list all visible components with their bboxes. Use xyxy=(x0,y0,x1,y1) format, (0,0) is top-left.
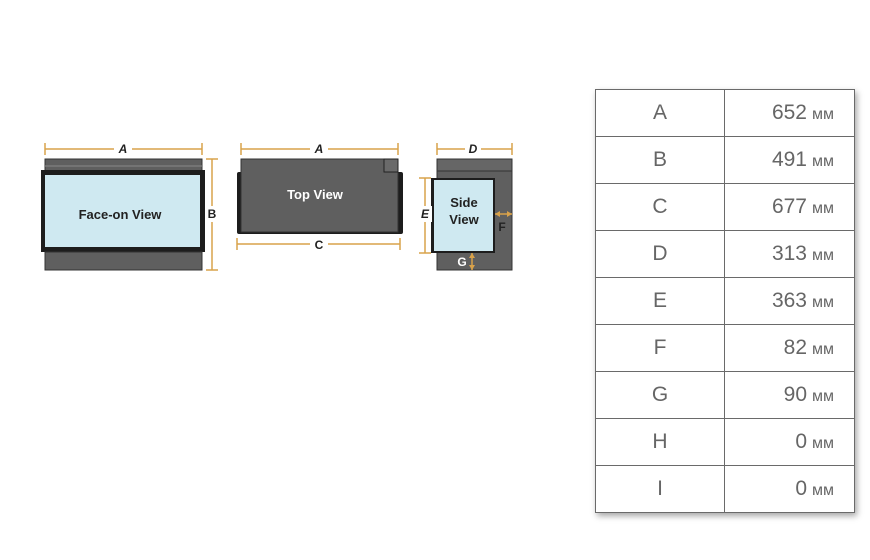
dimension-letter: B xyxy=(595,136,725,184)
dimension-label-c: C xyxy=(315,238,324,252)
face-on-view-label: Face-on View xyxy=(79,207,163,222)
dimension-label-b: B xyxy=(208,207,217,221)
dimension-b: B xyxy=(205,158,219,271)
dimension-value-cell: 652 мм xyxy=(724,89,855,137)
label-backing xyxy=(418,206,432,222)
dimension-letter: I xyxy=(595,465,725,513)
face-on-view: Face-on View xyxy=(41,158,205,271)
dimension-value-cell: 90 мм xyxy=(724,371,855,419)
label-backing xyxy=(310,141,328,155)
face-on-base xyxy=(44,251,203,271)
table-row: G 90 мм xyxy=(595,371,855,419)
dimension-value-cell: 82 мм xyxy=(724,324,855,372)
table-row: H 0 мм xyxy=(595,418,855,466)
dimension-letter: H xyxy=(595,418,725,466)
side-view-glass xyxy=(434,180,493,251)
dimension-unit: мм xyxy=(812,247,834,264)
dimension-a-face: A xyxy=(44,141,203,156)
side-view-top-trim xyxy=(436,158,513,172)
table-row: D 313 мм xyxy=(595,230,855,278)
dimension-value: 677 xyxy=(771,195,807,218)
dimension-label-g: G xyxy=(457,255,466,269)
dimension-value: 313 xyxy=(771,242,807,265)
dimension-label-f: F xyxy=(498,220,505,234)
top-view: Top View xyxy=(237,158,403,234)
dimension-letter: E xyxy=(595,277,725,325)
dimension-letter: G xyxy=(595,371,725,419)
dimension-arrow xyxy=(495,211,500,217)
dimension-label-e: E xyxy=(421,207,430,221)
dimension-value: 90 xyxy=(783,383,807,406)
dimension-c: C xyxy=(236,236,401,252)
dimension-label-d: D xyxy=(469,142,478,156)
dimension-letter: A xyxy=(595,89,725,137)
table-row: I 0 мм xyxy=(595,465,855,513)
label-backing xyxy=(310,236,328,251)
dimension-value-cell: 491 мм xyxy=(724,136,855,184)
dimension-arrow xyxy=(507,211,512,217)
dimension-value-cell: 313 мм xyxy=(724,230,855,278)
table-row: F 82 мм xyxy=(595,324,855,372)
dimension-value-cell: 677 мм xyxy=(724,183,855,231)
dimension-unit: мм xyxy=(812,153,834,170)
dimension-unit: мм xyxy=(812,294,834,311)
top-view-label: Top View xyxy=(287,187,344,202)
dimension-value: 491 xyxy=(771,148,807,171)
table-row: C 677 мм xyxy=(595,183,855,231)
dimension-value-cell: 363 мм xyxy=(724,277,855,325)
dimension-letter: C xyxy=(595,183,725,231)
dimension-unit: мм xyxy=(812,341,834,358)
dimension-unit: мм xyxy=(812,482,834,499)
dimension-letter: F xyxy=(595,324,725,372)
side-view: Side View xyxy=(431,158,513,271)
dimension-label-a: A xyxy=(118,142,128,156)
dimension-d: D xyxy=(436,141,513,156)
table-row: A 652 мм xyxy=(595,89,855,137)
dimension-letter: D xyxy=(595,230,725,278)
dimension-arrow xyxy=(469,253,475,258)
dimension-unit: мм xyxy=(812,388,834,405)
side-view-label-line1: Side xyxy=(450,195,477,210)
dimension-value: 0 xyxy=(795,477,807,500)
dimension-f: F xyxy=(495,211,512,234)
dimension-e: E xyxy=(418,177,432,254)
side-view-label-line2: View xyxy=(449,212,479,227)
table-row: E 363 мм xyxy=(595,277,855,325)
face-on-glass xyxy=(45,175,200,247)
label-backing xyxy=(114,141,132,155)
top-view-corner-notch xyxy=(383,158,399,173)
dimension-unit: мм xyxy=(812,200,834,217)
top-view-body xyxy=(240,158,399,233)
dimension-a-top: A xyxy=(240,141,399,156)
table-row: B 491 мм xyxy=(595,136,855,184)
dimension-label-a-top: A xyxy=(314,142,324,156)
face-on-top-trim xyxy=(44,158,203,172)
dimension-value-cell: 0 мм xyxy=(724,418,855,466)
dimension-value-cell: 0 мм xyxy=(724,465,855,513)
label-backing xyxy=(205,206,219,222)
dimension-unit: мм xyxy=(812,106,834,123)
dimension-unit: мм xyxy=(812,435,834,452)
dimension-value: 652 xyxy=(771,101,807,124)
dimension-value: 82 xyxy=(783,336,807,359)
dimension-value: 363 xyxy=(771,289,807,312)
dimension-arrow xyxy=(469,265,475,270)
fireplace-dimension-diagram: Face-on View A B Top View A C xyxy=(41,141,513,271)
dimension-value: 0 xyxy=(795,430,807,453)
dimension-g: G xyxy=(457,253,475,270)
label-backing xyxy=(465,141,481,155)
